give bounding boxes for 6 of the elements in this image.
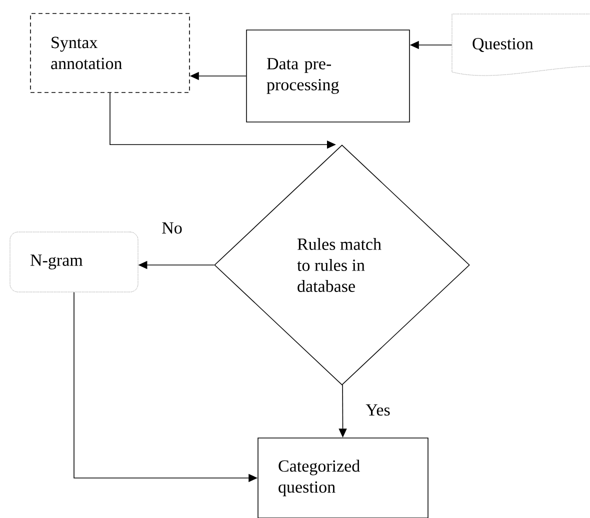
process-box: Syntax annotation (30, 13, 190, 93)
edge-label: Yes (364, 403, 392, 417)
rounded-box: N-gram (10, 232, 138, 292)
edge-label: No (160, 221, 184, 235)
process-box: Data pre-processing (246, 30, 410, 122)
process-box: Categorized question (258, 438, 428, 518)
